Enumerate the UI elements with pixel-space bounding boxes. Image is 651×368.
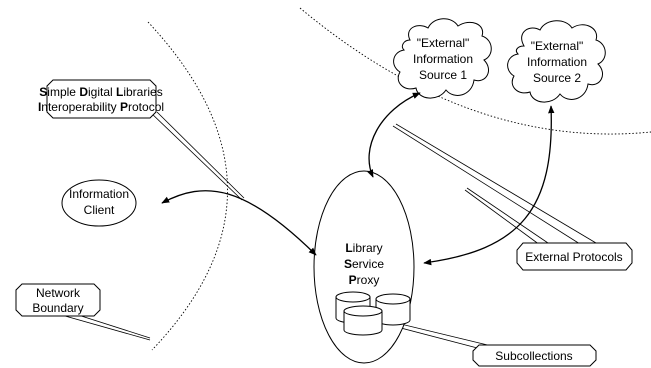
external-information-source-1-cloud: "External" Information Source 1 [393,18,492,99]
proxy-label-line1: Library [345,241,382,255]
left-network-boundary-line [147,21,228,351]
top-network-boundary-line [299,7,651,135]
information-client-node: Information Client [61,179,137,227]
source-1-label-1: "External" [417,36,470,50]
sdlip-callout: Simple Digital Libraries Interoperabilit… [38,79,164,119]
external-protocols-callout-leader [392,123,597,246]
information-client-label-1: Information [69,187,129,201]
source-1-label-3: Source 1 [419,68,467,82]
external-protocols-label: External Protocols [525,250,622,264]
source-2-label-2: Information [527,55,587,69]
network-boundary-callout: Network Boundary [15,283,101,317]
source-2-label-3: Source 2 [533,71,581,85]
subcollections-callout: Subcollections [472,344,597,367]
subcollections-label: Subcollections [495,349,572,363]
proxy-label-line3: Proxy [349,273,380,287]
subcollection-database-icon-3 [343,305,383,336]
proxy-source-1-arrow [367,92,421,178]
source-2-label-1: "External" [531,39,584,53]
proxy-source-2-arrow [423,105,555,266]
source-1-label-2: Information [413,52,473,66]
client-proxy-arrow [161,190,317,256]
external-protocols-callout: External Protocols [516,242,633,271]
network-boundary-label-1: Network [36,286,81,300]
sdlip-label-line2: Interoperability Protocol [38,100,164,114]
sdlip-callout-leader [149,111,245,201]
sdlip-label-line1: Simple Digital Libraries [39,85,162,99]
information-client-label-2: Client [84,203,115,217]
network-boundary-callout-leader [57,313,151,341]
external-information-source-2-cloud: "External" Information Source 2 [507,20,606,103]
network-boundary-label-2: Boundary [32,301,83,315]
proxy-label-line2: Service [344,257,384,271]
